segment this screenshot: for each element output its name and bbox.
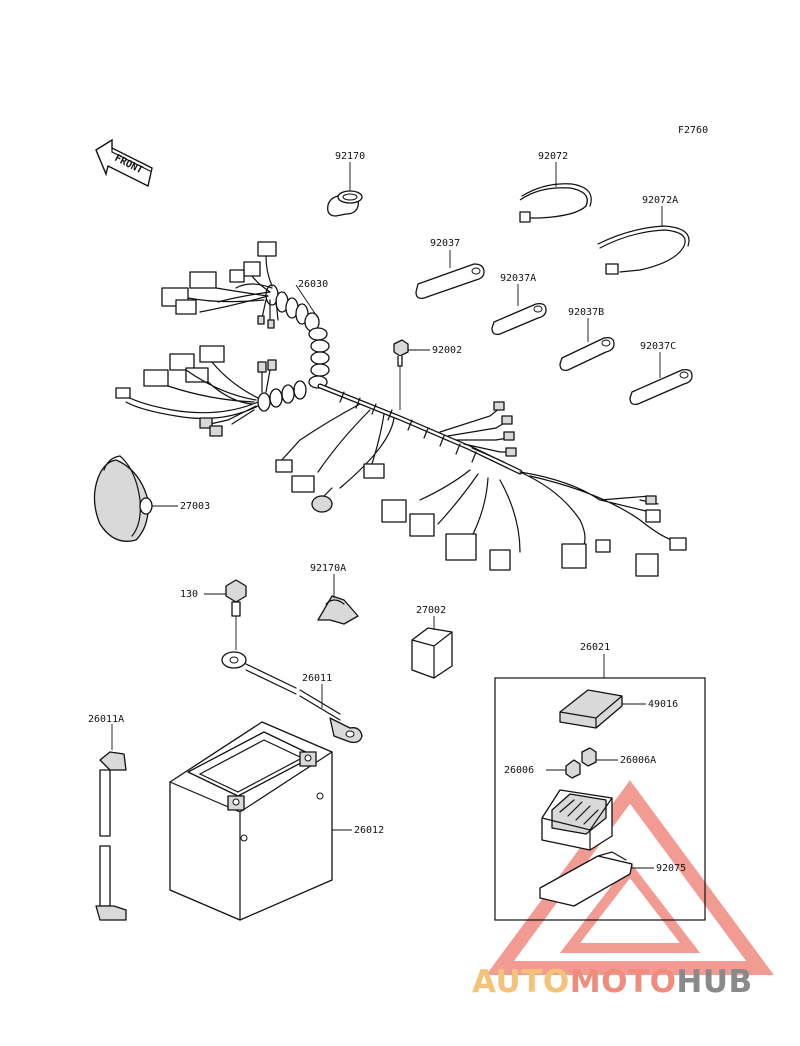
label-92037: 92037 (430, 238, 460, 249)
part-27002-relay (411, 616, 453, 679)
label-26012: 26012 (354, 825, 384, 836)
label-92002: 92002 (432, 345, 462, 356)
label-92170: 92170 (335, 151, 365, 162)
label-26006a: 26006A (620, 755, 656, 766)
watermark-part1: AUTO (472, 964, 570, 1000)
label-26011: 26011 (302, 673, 332, 684)
part-26011a-cable (95, 724, 127, 921)
part-26021-fuse-box-assembly (494, 654, 706, 921)
part-92037a-clamp (491, 284, 547, 336)
part-92170a-clamp (317, 574, 359, 625)
part-92037b-clamp (559, 318, 615, 372)
part-92072-band (519, 162, 592, 223)
label-27002: 27002 (416, 605, 446, 616)
label-92037b: 92037B (568, 307, 604, 318)
label-26011a: 26011A (88, 714, 124, 725)
part-92072a-band (597, 206, 690, 275)
part-27003-horn (93, 455, 178, 542)
part-92037c-clamp (629, 352, 693, 406)
label-26021: 26021 (580, 642, 610, 653)
label-49016: 49016 (648, 699, 678, 710)
part-26012-battery (169, 721, 352, 921)
part-92037-clamp (415, 250, 485, 300)
front-arrow-icon: FRONT (95, 138, 153, 188)
label-27003: 27003 (180, 501, 210, 512)
part-92002-bolt (393, 339, 430, 410)
svg-text:AUTOMOTOHUB: AUTOMOTOHUB (472, 964, 753, 1000)
label-130: 130 (180, 589, 198, 600)
label-92072: 92072 (538, 151, 568, 162)
label-26006: 26006 (504, 765, 534, 776)
label-92037a: 92037A (500, 273, 536, 284)
label-92075: 92075 (656, 863, 686, 874)
part-26030-wiring-harness (115, 241, 687, 577)
label-26030: 26030 (298, 279, 328, 290)
part-92170-clamp (327, 162, 363, 217)
watermark-logo: AUTOMOTOHUB (472, 964, 753, 1000)
watermark-part2: MOTO (570, 964, 677, 1000)
part-130-bolt (204, 579, 247, 650)
label-92072a: 92072A (642, 195, 678, 206)
figure-code: F2760 (678, 125, 708, 136)
part-26011-battery-cable (221, 651, 363, 744)
watermark-triangle-icon (486, 780, 774, 975)
watermark-part3: HUB (676, 964, 752, 1000)
label-92037c: 92037C (640, 341, 676, 352)
label-92170a: 92170A (310, 563, 346, 574)
